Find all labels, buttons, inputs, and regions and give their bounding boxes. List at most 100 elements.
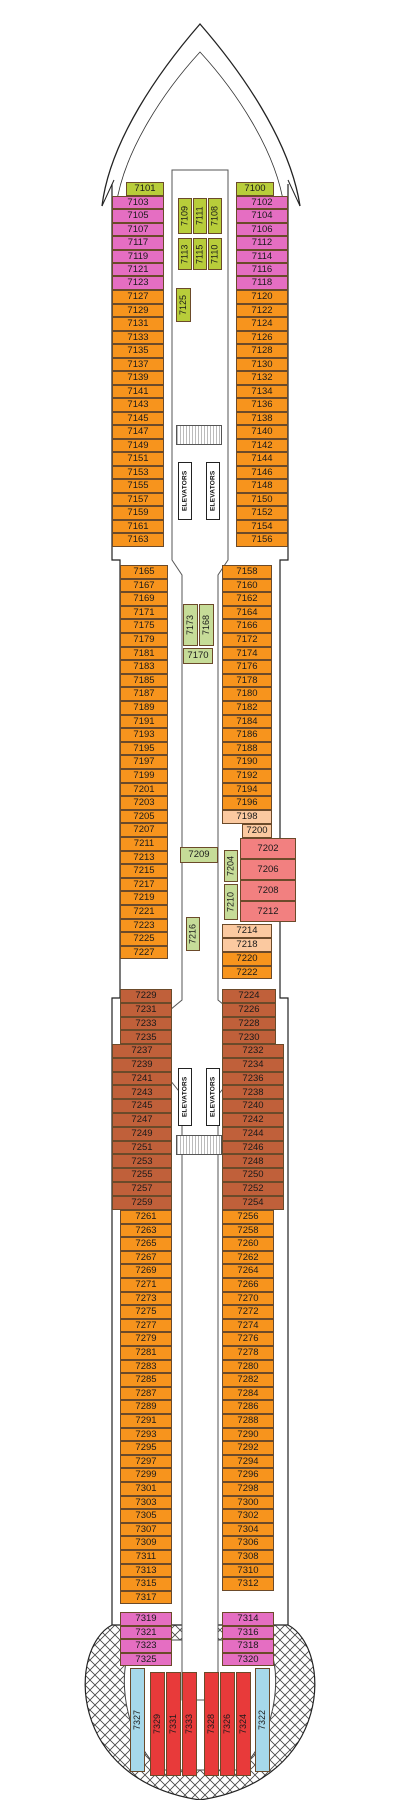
cabin-7135[interactable]: 7135 bbox=[112, 344, 164, 358]
cabin-7146[interactable]: 7146 bbox=[236, 465, 288, 479]
cabin-7115[interactable]: 7115 bbox=[193, 238, 207, 270]
cabin-7320[interactable]: 7320 bbox=[222, 1652, 274, 1667]
cabin-7154[interactable]: 7154 bbox=[236, 519, 288, 533]
cabin-7175[interactable]: 7175 bbox=[120, 619, 168, 633]
cabin-7124[interactable]: 7124 bbox=[236, 317, 288, 331]
cabin-7306[interactable]: 7306 bbox=[222, 1536, 274, 1550]
cabin-7123[interactable]: 7123 bbox=[112, 276, 164, 290]
cabin-7184[interactable]: 7184 bbox=[222, 714, 272, 729]
cabin-7250[interactable]: 7250 bbox=[222, 1168, 284, 1182]
cabin-7166[interactable]: 7166 bbox=[222, 619, 272, 633]
cabin-7200[interactable]: 7200 bbox=[242, 824, 272, 838]
cabin-7160[interactable]: 7160 bbox=[222, 578, 272, 593]
cabin-7318[interactable]: 7318 bbox=[222, 1639, 274, 1653]
cabin-7125[interactable]: 7125 bbox=[176, 288, 191, 322]
cabin-7152[interactable]: 7152 bbox=[236, 506, 288, 520]
cabin-7244[interactable]: 7244 bbox=[222, 1126, 284, 1141]
cabin-7145[interactable]: 7145 bbox=[112, 411, 164, 425]
cabin-7190[interactable]: 7190 bbox=[222, 755, 272, 769]
cabin-7255[interactable]: 7255 bbox=[112, 1168, 172, 1182]
cabin-7258[interactable]: 7258 bbox=[222, 1223, 274, 1238]
cabin-7214[interactable]: 7214 bbox=[222, 924, 272, 938]
cabin-7246[interactable]: 7246 bbox=[222, 1140, 284, 1155]
cabin-7288[interactable]: 7288 bbox=[222, 1414, 274, 1428]
cabin-7299[interactable]: 7299 bbox=[120, 1468, 172, 1482]
cabin-7116[interactable]: 7116 bbox=[236, 263, 288, 277]
cabin-7181[interactable]: 7181 bbox=[120, 646, 168, 661]
cabin-7262[interactable]: 7262 bbox=[222, 1250, 274, 1265]
cabin-7174[interactable]: 7174 bbox=[222, 646, 272, 661]
cabin-7207[interactable]: 7207 bbox=[120, 823, 168, 837]
cabin-7138[interactable]: 7138 bbox=[236, 411, 288, 425]
cabin-7307[interactable]: 7307 bbox=[120, 1522, 172, 1537]
cabin-7164[interactable]: 7164 bbox=[222, 605, 272, 620]
cabin-7182[interactable]: 7182 bbox=[222, 701, 272, 715]
cabin-7273[interactable]: 7273 bbox=[120, 1291, 172, 1306]
cabin-7290[interactable]: 7290 bbox=[222, 1427, 274, 1442]
cabin-7202[interactable]: 7202 bbox=[240, 838, 296, 859]
cabin-7309[interactable]: 7309 bbox=[120, 1536, 172, 1550]
cabin-7136[interactable]: 7136 bbox=[236, 398, 288, 412]
cabin-7245[interactable]: 7245 bbox=[112, 1099, 172, 1113]
cabin-7162[interactable]: 7162 bbox=[222, 592, 272, 606]
cabin-7107[interactable]: 7107 bbox=[112, 222, 164, 237]
cabin-7173[interactable]: 7173 bbox=[183, 604, 198, 646]
cabin-7193[interactable]: 7193 bbox=[120, 728, 168, 742]
cabin-7279[interactable]: 7279 bbox=[120, 1332, 172, 1346]
cabin-7213[interactable]: 7213 bbox=[120, 850, 168, 865]
cabin-7209[interactable]: 7209 bbox=[180, 847, 218, 863]
cabin-7257[interactable]: 7257 bbox=[112, 1182, 172, 1196]
cabin-7219[interactable]: 7219 bbox=[120, 891, 168, 905]
cabin-7128[interactable]: 7128 bbox=[236, 344, 288, 358]
cabin-7126[interactable]: 7126 bbox=[236, 330, 288, 344]
cabin-7144[interactable]: 7144 bbox=[236, 452, 288, 466]
cabin-7178[interactable]: 7178 bbox=[222, 673, 272, 688]
cabin-7298[interactable]: 7298 bbox=[222, 1482, 274, 1496]
cabin-7167[interactable]: 7167 bbox=[120, 578, 168, 593]
cabin-7308[interactable]: 7308 bbox=[222, 1550, 274, 1564]
cabin-7304[interactable]: 7304 bbox=[222, 1522, 274, 1537]
cabin-7222[interactable]: 7222 bbox=[222, 965, 272, 980]
cabin-7301[interactable]: 7301 bbox=[120, 1482, 172, 1496]
cabin-7315[interactable]: 7315 bbox=[120, 1577, 172, 1591]
cabin-7206[interactable]: 7206 bbox=[240, 859, 296, 880]
cabin-7211[interactable]: 7211 bbox=[120, 837, 168, 851]
cabin-7150[interactable]: 7150 bbox=[236, 492, 288, 506]
cabin-7171[interactable]: 7171 bbox=[120, 605, 168, 620]
cabin-7143[interactable]: 7143 bbox=[112, 398, 164, 412]
cabin-7270[interactable]: 7270 bbox=[222, 1291, 274, 1306]
cabin-7253[interactable]: 7253 bbox=[112, 1154, 172, 1169]
cabin-7284[interactable]: 7284 bbox=[222, 1386, 274, 1401]
cabin-7266[interactable]: 7266 bbox=[222, 1278, 274, 1292]
cabin-7194[interactable]: 7194 bbox=[222, 782, 272, 797]
cabin-7292[interactable]: 7292 bbox=[222, 1441, 274, 1455]
cabin-7274[interactable]: 7274 bbox=[222, 1318, 274, 1333]
cabin-7132[interactable]: 7132 bbox=[236, 371, 288, 385]
cabin-7161[interactable]: 7161 bbox=[112, 519, 164, 533]
cabin-7325[interactable]: 7325 bbox=[120, 1652, 172, 1667]
cabin-7221[interactable]: 7221 bbox=[120, 905, 168, 919]
cabin-7297[interactable]: 7297 bbox=[120, 1454, 172, 1469]
cabin-7117[interactable]: 7117 bbox=[112, 236, 164, 250]
cabin-7169[interactable]: 7169 bbox=[120, 592, 168, 606]
cabin-7240[interactable]: 7240 bbox=[222, 1099, 284, 1113]
cabin-7195[interactable]: 7195 bbox=[120, 741, 168, 756]
cabin-7229[interactable]: 7229 bbox=[120, 989, 172, 1003]
cabin-7231[interactable]: 7231 bbox=[120, 1002, 172, 1017]
cabin-7131[interactable]: 7131 bbox=[112, 317, 164, 331]
cabin-7287[interactable]: 7287 bbox=[120, 1386, 172, 1401]
cabin-7276[interactable]: 7276 bbox=[222, 1332, 274, 1346]
cabin-7322[interactable]: 7322 bbox=[255, 1668, 270, 1772]
cabin-7239[interactable]: 7239 bbox=[112, 1057, 172, 1072]
cabin-7110[interactable]: 7110 bbox=[208, 238, 222, 270]
cabin-7265[interactable]: 7265 bbox=[120, 1237, 172, 1251]
cabin-7256[interactable]: 7256 bbox=[222, 1210, 274, 1224]
cabin-7130[interactable]: 7130 bbox=[236, 357, 288, 371]
cabin-7233[interactable]: 7233 bbox=[120, 1016, 172, 1031]
cabin-7163[interactable]: 7163 bbox=[112, 533, 164, 547]
cabin-7303[interactable]: 7303 bbox=[120, 1495, 172, 1510]
cabin-7102[interactable]: 7102 bbox=[236, 196, 288, 210]
cabin-7198[interactable]: 7198 bbox=[222, 810, 272, 824]
cabin-7271[interactable]: 7271 bbox=[120, 1278, 172, 1292]
cabin-7215[interactable]: 7215 bbox=[120, 864, 168, 878]
